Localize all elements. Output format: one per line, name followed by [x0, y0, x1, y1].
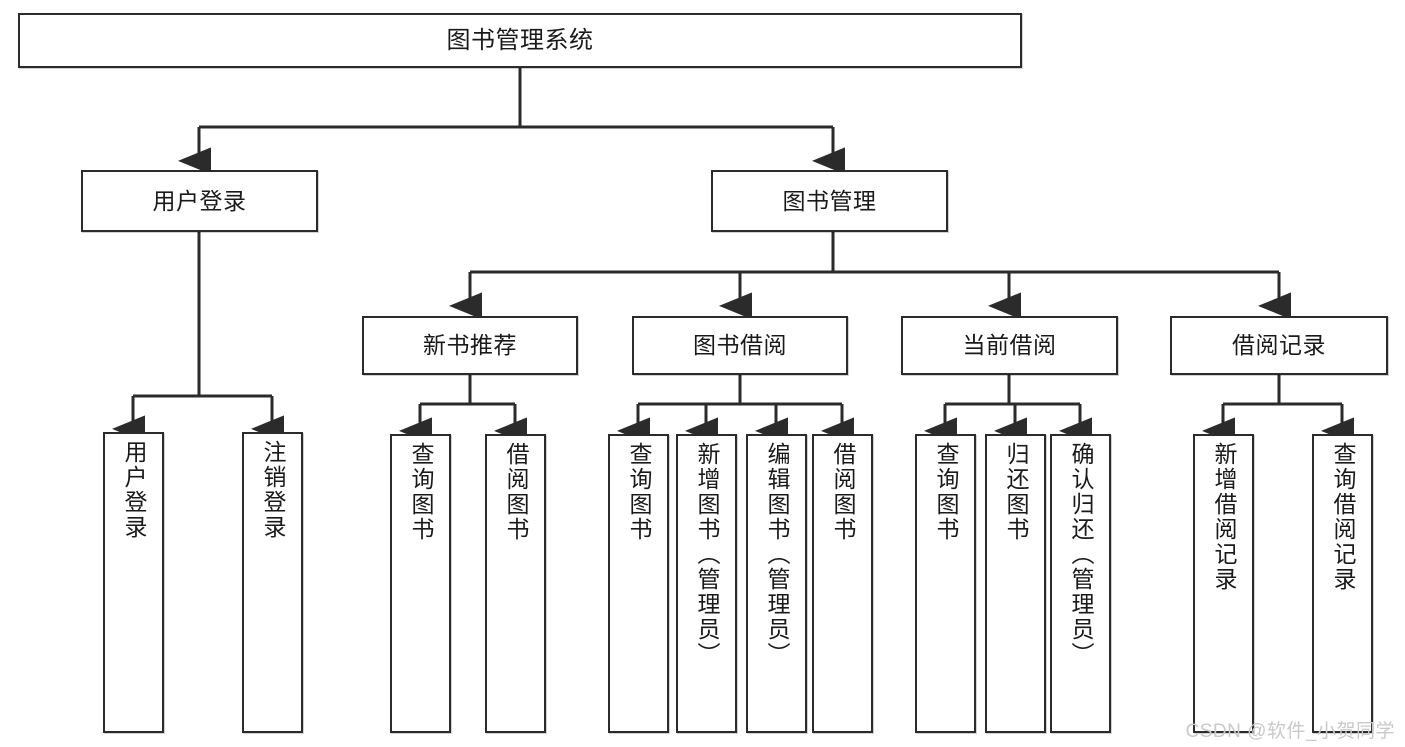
node-leaf-query-book-1[interactable]: 查询图书 [390, 434, 451, 733]
node-book-manage[interactable]: 图书管理 [711, 170, 948, 232]
node-leaf-query-record-label: 查询借阅记录 [1330, 442, 1357, 592]
node-leaf-borrow-book-1[interactable]: 借阅图书 [485, 434, 546, 733]
node-leaf-query-book-3-label: 查询图书 [933, 442, 960, 542]
node-leaf-query-book-3[interactable]: 查询图书 [915, 434, 976, 733]
node-root-label: 图书管理系统 [446, 26, 594, 54]
node-book-borrow-label: 图书借阅 [693, 332, 787, 359]
watermark: CSDN @软件_小贺同学 [1185, 721, 1395, 742]
node-leaf-edit-book[interactable]: 编辑图书（管理员） [746, 434, 807, 733]
node-leaf-confirm-return[interactable]: 确认归还（管理员） [1050, 434, 1111, 733]
node-leaf-edit-book-label: 编辑图书（管理员） [764, 442, 791, 667]
node-current-borrow[interactable]: 当前借阅 [901, 316, 1118, 375]
node-leaf-query-book-2-label: 查询图书 [626, 442, 653, 542]
node-new-book-rec[interactable]: 新书推荐 [362, 316, 578, 375]
node-user-login-label: 用户登录 [152, 187, 247, 214]
node-leaf-query-record[interactable]: 查询借阅记录 [1312, 434, 1373, 733]
node-leaf-return-book[interactable]: 归还图书 [985, 434, 1046, 733]
node-leaf-query-book-1-label: 查询图书 [408, 442, 435, 542]
node-leaf-add-record[interactable]: 新增借阅记录 [1193, 434, 1254, 733]
node-root[interactable]: 图书管理系统 [18, 13, 1022, 68]
node-book-borrow[interactable]: 图书借阅 [632, 316, 848, 375]
node-leaf-add-record-label: 新增借阅记录 [1211, 442, 1238, 592]
node-leaf-borrow-book-2[interactable]: 借阅图书 [812, 434, 873, 733]
node-leaf-logout-label: 注销登录 [260, 440, 287, 540]
node-leaf-borrow-book-2-label: 借阅图书 [830, 442, 857, 542]
node-leaf-user-login[interactable]: 用户登录 [103, 432, 164, 733]
node-leaf-user-login-label: 用户登录 [121, 440, 148, 540]
node-leaf-borrow-book-1-label: 借阅图书 [503, 442, 530, 542]
node-leaf-logout[interactable]: 注销登录 [242, 432, 303, 733]
node-leaf-add-book-label: 新增图书（管理员） [694, 442, 721, 667]
node-borrow-record-label: 借阅记录 [1232, 332, 1326, 359]
node-leaf-query-book-2[interactable]: 查询图书 [608, 434, 669, 733]
node-leaf-add-book[interactable]: 新增图书（管理员） [676, 434, 737, 733]
node-current-borrow-label: 当前借阅 [962, 332, 1057, 359]
node-user-login[interactable]: 用户登录 [81, 170, 318, 232]
node-leaf-return-book-label: 归还图书 [1003, 442, 1030, 542]
node-leaf-confirm-return-label: 确认归还（管理员） [1068, 442, 1095, 667]
node-borrow-record[interactable]: 借阅记录 [1170, 316, 1388, 375]
node-new-book-rec-label: 新书推荐 [423, 332, 517, 359]
node-book-manage-label: 图书管理 [782, 187, 877, 214]
